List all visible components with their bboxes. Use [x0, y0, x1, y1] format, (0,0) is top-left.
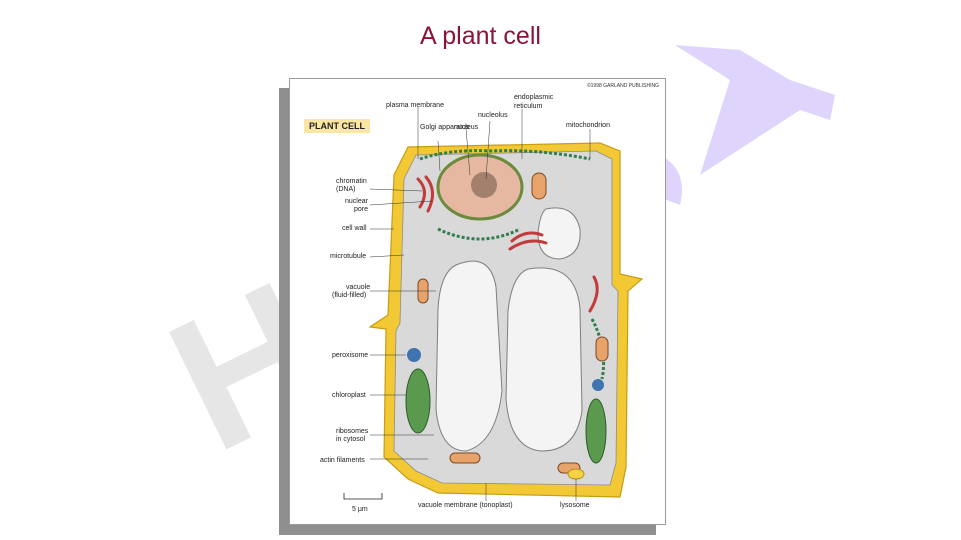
nucleolus	[471, 172, 497, 198]
label-ribosomes-line2: in cytosol	[336, 436, 366, 443]
label-plasma-membrane: plasma membrane	[386, 102, 444, 109]
lysosome	[567, 468, 585, 480]
label-golgi-apparatus: Golgi apparatus	[420, 124, 470, 131]
label-peroxisome: peroxisome	[332, 352, 368, 359]
right-vacuole	[505, 267, 583, 452]
label-tonoplast: vacuole membrane (tonoplast)	[418, 502, 513, 509]
label-chromatin-line1: chromatin	[336, 178, 367, 185]
label-cell-wall: cell wall	[342, 225, 367, 232]
small-vacuole	[537, 207, 581, 260]
label-chloroplast: chloroplast	[332, 392, 366, 399]
label-vacuole-line2: (fluid-filled)	[332, 292, 366, 299]
label-chromatin-line2: (DNA)	[336, 186, 355, 193]
peroxisome	[407, 348, 421, 362]
slide-title: A plant cell	[420, 22, 541, 50]
scale-bar	[343, 493, 383, 500]
label-nucleolus: nucleolus	[478, 112, 508, 119]
label-scale: 5 μm	[352, 506, 368, 513]
leader-lines	[369, 107, 591, 501]
label-vacuole-line1: vacuole	[346, 284, 370, 291]
label-actin-filaments: actin filaments	[320, 457, 365, 464]
label-ribosomes-line1: ribosomes	[336, 428, 369, 435]
golgi-apparatus	[416, 175, 599, 313]
label-nuclear-pore-line2: pore	[354, 206, 368, 213]
plant-cell-diagram: plasma membrane Golgi apparatus nucleus …	[320, 94, 644, 513]
label-mitochondrion: mitochondrion	[566, 122, 610, 129]
copyright-text: ©1998 GARLAND PUBLISHING	[586, 83, 659, 89]
panel-title: PLANT CELL	[304, 119, 370, 133]
central-vacuole	[435, 260, 503, 452]
peroxisome-right	[592, 379, 604, 391]
label-microtubule: microtubule	[330, 253, 366, 260]
label-nucleus: nucleus	[454, 124, 479, 131]
label-er-line2: reticulum	[514, 103, 543, 110]
label-er-line1: endoplasmic	[514, 94, 554, 101]
chloroplasts	[405, 368, 607, 464]
label-lysosome: lysosome	[560, 502, 590, 509]
plant-cell-figure: ©1998 GARLAND PUBLISHING PLANT CELL	[289, 78, 666, 525]
label-nuclear-pore-line1: nuclear	[345, 198, 369, 205]
